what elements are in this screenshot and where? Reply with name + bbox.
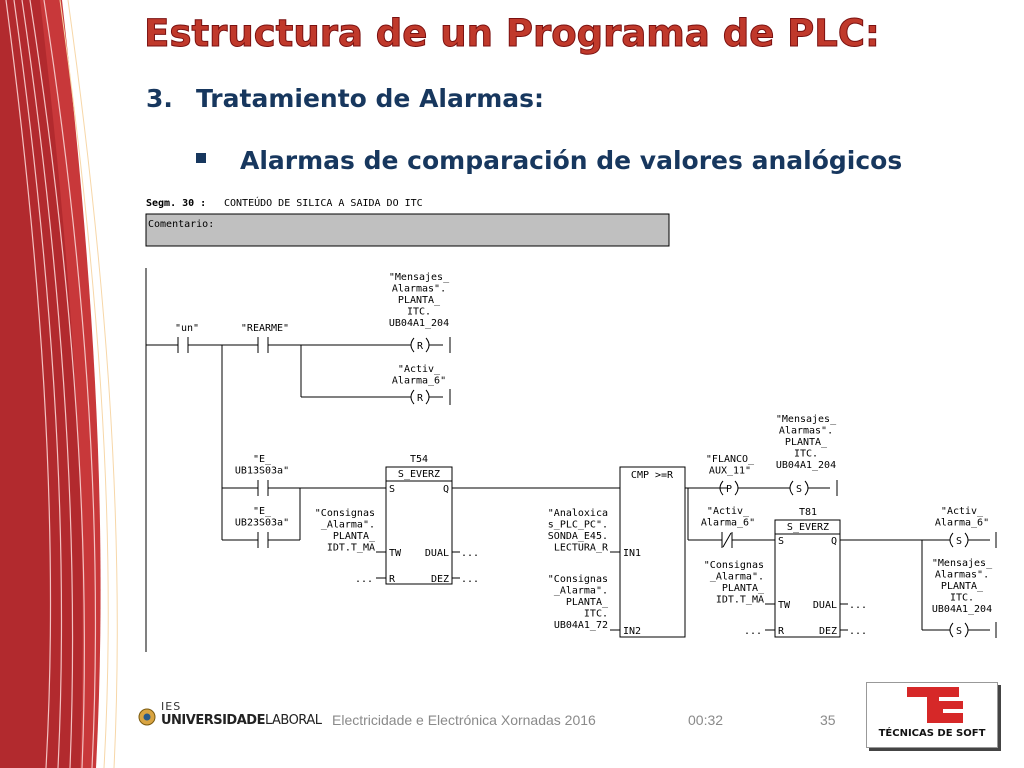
timer2-pin-r: R	[778, 626, 785, 637]
section-title: Tratamiento de Alarmas:	[196, 84, 544, 113]
coil-s-label: S	[956, 536, 962, 547]
timer1-type: S_EVERZ	[398, 469, 440, 480]
bullet-text: Alarmas de comparación de valores analóg…	[240, 146, 903, 175]
timer1-pin-tw: TW	[389, 548, 402, 559]
coil-s-label: S	[956, 626, 962, 637]
ies-universidade-laboral-logo: IES UNIVERSIDADELABORAL	[137, 700, 322, 740]
cmp-in1: IN1	[623, 548, 641, 559]
timer2-pin-tw: TW	[778, 600, 791, 611]
section-number: 3.	[146, 84, 173, 113]
coil4-label: "Activ_Alarma_6"	[935, 506, 989, 529]
timer2-tw-label: "Consignas_Alarma".PLANTA_IDT.T_MA	[704, 560, 765, 606]
timer1-pin-dez: DEZ	[431, 574, 449, 585]
coil1-label: "Mensajes_Alarmas".PLANTA_ITC.UB04A1_204	[389, 272, 450, 329]
coil-p-label: P	[726, 484, 732, 495]
timer1-tw-label: "Consignas_Alarma".PLANTA_IDT.T_MA	[315, 508, 376, 554]
logo-tecnicas-text: TÉCNICAS DE SOFT	[878, 728, 986, 739]
timer2-pin-s: S	[778, 536, 784, 547]
cmp-in2-label: "Consignas_Alarma".PLANTA_ITC.UB04A1_72	[548, 574, 609, 631]
contact-e1-label: "E_UB13S03a"	[235, 454, 289, 477]
bullet-item: Alarmas de comparación de valores analóg…	[196, 146, 902, 175]
ladder-diagram: Segm. 30 : CONTEÚDO DE SILICA A SAIDA DO…	[145, 196, 997, 652]
timer1-name: T54	[410, 454, 428, 465]
timer1-dez-dots: ...	[461, 574, 479, 585]
ts-mark-icon	[907, 687, 963, 723]
contact-e2-label: "E_UB23S03a"	[235, 506, 289, 529]
timer1-pin-r: R	[389, 574, 396, 585]
coil3-label: "Mensajes_Alarmas".PLANTA_ITC.UB04A1_204	[776, 414, 837, 471]
coil2-label: "Activ_Alarma_6"	[392, 364, 446, 387]
contact-activ-label: "Activ_Alarma_6"	[701, 506, 755, 529]
logo-universidade-text: UNIVERSIDADELABORAL	[161, 713, 322, 728]
section-heading: 3. Tratamiento de Alarmas:	[146, 84, 544, 113]
contact-rearme-label: "REARME"	[241, 323, 289, 334]
timer2-dez-dots: ...	[849, 626, 867, 637]
comment-label: Comentario:	[148, 219, 214, 230]
side-band-decoration	[0, 0, 118, 768]
timer2-name: T81	[799, 507, 817, 518]
timer2-pin-dual: DUAL	[813, 600, 837, 611]
timer2-pin-q: Q	[831, 536, 837, 547]
timer2-dual-dots: ...	[849, 600, 867, 611]
footer-page-number: 35	[820, 712, 836, 728]
timer1-dual-dots: ...	[461, 548, 479, 559]
timer1-r-dots: ...	[355, 574, 373, 585]
slide-title: Estructura de un Programa de PLC:	[144, 12, 881, 56]
comment-box[interactable]	[145, 213, 670, 247]
segment-label: Segm. 30 :	[146, 198, 206, 209]
timer1-pin-s: S	[389, 484, 395, 495]
coil-s-label: S	[796, 484, 802, 495]
cmp-type: CMP >=R	[631, 470, 674, 481]
footer-event: Electricidade e Electrónica Xornadas 201…	[332, 712, 596, 728]
emblem-icon	[138, 708, 156, 726]
timer2-type: S_EVERZ	[787, 522, 829, 533]
segment-title: CONTEÚDO DE SILICA A SAIDA DO ITC	[224, 196, 423, 209]
cmp-in2: IN2	[623, 626, 641, 637]
logo-ies-text: IES	[161, 700, 182, 713]
bullet-square-icon	[196, 153, 206, 163]
timer1-pin-dual: DUAL	[425, 548, 449, 559]
coil-r-label: R	[417, 393, 424, 404]
tecnicas-de-soft-logo: TÉCNICAS DE SOFT	[866, 682, 998, 748]
timer2-r-dots: ...	[744, 626, 762, 637]
contact-un-label: "un"	[175, 323, 199, 334]
footer-time: 00:32	[688, 712, 724, 728]
timer1-pin-q: Q	[443, 484, 449, 495]
coil5-label: "Mensajes_Alarmas".PLANTA_ITC.UB04A1_204	[932, 558, 993, 615]
coil-r-label: R	[417, 341, 424, 352]
timer2-pin-dez: DEZ	[819, 626, 837, 637]
flanco-label: "FLANCO_AUX_11"	[706, 454, 755, 477]
